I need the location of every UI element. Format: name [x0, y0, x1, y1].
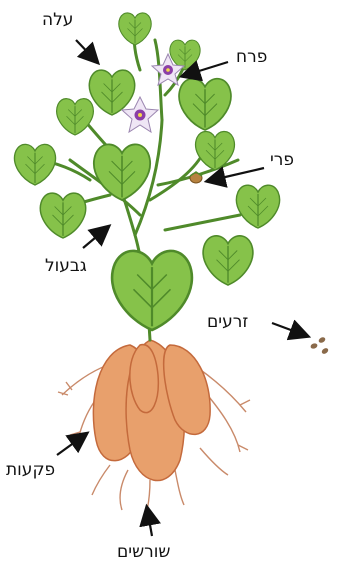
label-fruit: פרי — [270, 152, 294, 169]
label-flower: פרח — [236, 49, 267, 66]
arrow-tubers — [57, 434, 86, 455]
tubers — [93, 340, 210, 481]
arrow-seeds — [272, 323, 307, 336]
seeds — [310, 336, 329, 355]
arrow-leaf — [76, 40, 97, 62]
label-seeds: זרעים — [207, 314, 248, 331]
label-leaf: עלה — [42, 12, 73, 29]
label-roots: שורשים — [117, 544, 170, 561]
label-stem: גבעול — [45, 258, 87, 275]
arrow-stem — [83, 227, 108, 248]
label-tubers: פקעות — [6, 462, 55, 479]
arrow-roots — [147, 508, 152, 536]
